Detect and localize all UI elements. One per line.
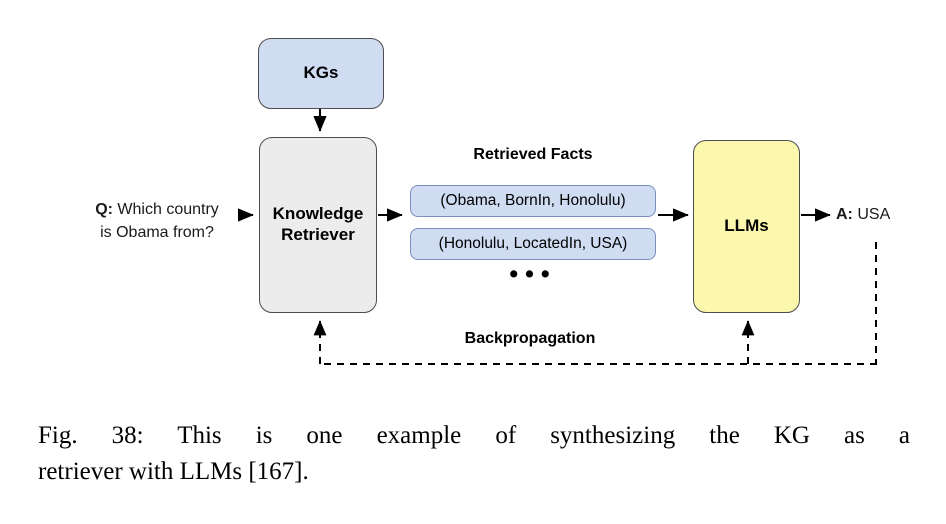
question-prefix: Q: <box>95 201 113 218</box>
facts-ellipsis: ••• <box>509 260 557 288</box>
node-knowledge-retriever[interactable]: Knowledge Retriever <box>259 137 377 313</box>
backpropagation-label: Backpropagation <box>464 330 596 347</box>
question-text: Q: Which country is Obama from? <box>62 198 252 244</box>
fact-box[interactable]: (Obama, BornIn, Honolulu) <box>410 185 656 217</box>
node-kgs-label: KGs <box>303 63 339 83</box>
fact-text: (Honolulu, LocatedIn, USA) <box>438 235 628 252</box>
fact-text: (Obama, BornIn, Honolulu) <box>440 192 626 209</box>
node-retriever-line-1: Knowledge <box>272 204 364 224</box>
figure-caption: Fig. 38: This is one example of synthesi… <box>38 418 910 489</box>
fact-box[interactable]: (Honolulu, LocatedIn, USA) <box>410 228 656 260</box>
answer-value: USA <box>852 206 891 223</box>
figure-diagram: KGs Knowledge Retriever LLMs Retrieved F… <box>62 38 890 365</box>
answer-text: A: USA <box>836 206 890 224</box>
question-line-1: Which country <box>112 201 219 218</box>
caption-line-1: Fig. 38: This is one example of synthesi… <box>38 422 910 449</box>
node-retriever-line-2: Retriever <box>281 225 355 244</box>
answer-prefix: A: <box>836 206 853 223</box>
retrieved-facts-heading: Retrieved Facts <box>473 146 593 163</box>
node-knowledge-retriever-label: Knowledge Retriever <box>273 204 364 245</box>
question-line-2: is Obama from? <box>100 224 214 242</box>
caption-line-2: retriever with LLMs [167]. <box>38 457 309 485</box>
node-llms-label: LLMs <box>724 216 769 236</box>
node-llms[interactable]: LLMs <box>693 140 800 313</box>
node-kgs[interactable]: KGs <box>258 38 384 109</box>
